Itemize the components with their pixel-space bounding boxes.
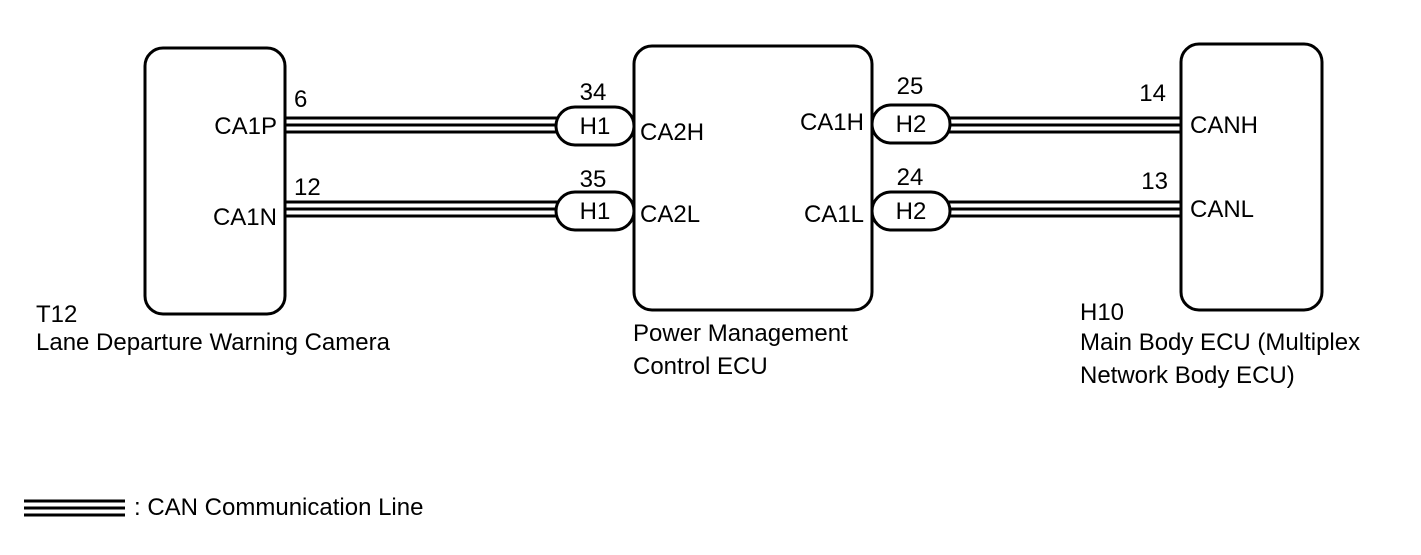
connector-h1-top-label: H1 [580, 113, 611, 140]
connector-h1-bottom [554, 190, 636, 232]
connector-h1-top-pin: 34 [580, 79, 607, 106]
wire-ca1n-h1 [285, 200, 565, 218]
main-ecu-name-line2: Network Body ECU) [1080, 362, 1295, 389]
connector-h2-bottom-label: H2 [896, 198, 927, 225]
power-ecu-name-line2: Control ECU [633, 353, 768, 380]
power-ecu-terminal-ca2l: CA2L [640, 201, 700, 228]
connector-h1-bottom-label: H1 [580, 198, 611, 225]
wire-h2-canh [935, 116, 1182, 134]
wire-ca1p-h1 [285, 116, 565, 134]
connector-h1-bottom-pin: 35 [580, 166, 607, 193]
power-ecu-terminal-ca1l: CA1L [804, 201, 864, 228]
main-ecu-box [1179, 42, 1324, 312]
main-ecu-terminal-canh: CANH [1190, 112, 1258, 139]
connector-h2-top-label: H2 [896, 111, 927, 138]
power-ecu-name-line1: Power Management [633, 320, 848, 347]
camera-terminal-ca1p: CA1P [214, 113, 277, 140]
camera-name: Lane Departure Warning Camera [36, 329, 391, 356]
power-ecu-terminal-ca2h: CA2H [640, 119, 704, 146]
power-ecu-box [632, 44, 874, 312]
connector-h2-top-pin: 25 [897, 73, 924, 100]
connector-h1-top [554, 105, 636, 147]
camera-pin-bottom: 12 [294, 174, 321, 201]
legend-swatch [24, 499, 125, 517]
camera-terminal-ca1n: CA1N [213, 204, 277, 231]
camera-code: T12 [36, 301, 77, 328]
camera-pin-top: 6 [294, 86, 307, 113]
main-ecu-pin-bottom: 13 [1141, 168, 1168, 195]
main-ecu-code: H10 [1080, 299, 1124, 326]
main-ecu-name-line1: Main Body ECU (Multiplex [1080, 329, 1360, 356]
legend-text: : CAN Communication Line [134, 494, 423, 521]
connector-h2-bottom-pin: 24 [897, 164, 924, 191]
main-ecu-pin-top: 14 [1139, 80, 1166, 107]
power-ecu-terminal-ca1h: CA1H [800, 109, 864, 136]
main-ecu-terminal-canl: CANL [1190, 196, 1254, 223]
wire-h2-canl [935, 200, 1182, 218]
connector-h2-top [870, 103, 952, 145]
camera-box [143, 46, 287, 316]
connector-h2-bottom [870, 190, 952, 232]
